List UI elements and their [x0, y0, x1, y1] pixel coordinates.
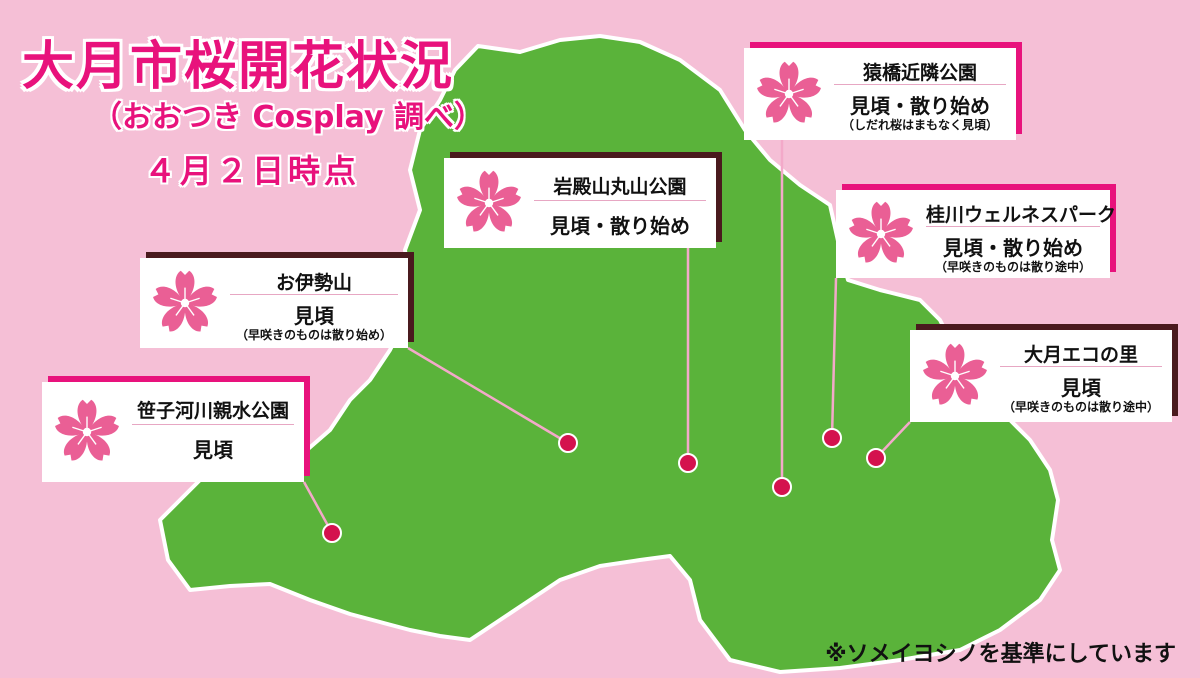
bloom-note: （早咲きのものは散り途中） — [1002, 400, 1159, 414]
bloom-status: 見頃 — [1061, 376, 1101, 400]
bloom-status: 見頃・散り始め — [550, 214, 690, 238]
spot-marker-sasago[interactable] — [322, 523, 342, 543]
card-accent-bar — [916, 324, 1178, 330]
card-accent-side — [1172, 324, 1178, 416]
footnote: ※ソメイヨシノを基準にしています — [825, 642, 1176, 667]
spot-name: お伊勢山 — [275, 272, 352, 294]
leader-line-oise — [407, 346, 569, 445]
card-accent-side — [304, 376, 310, 476]
bloom-status: 見頃 — [294, 304, 334, 328]
card-divider — [1000, 366, 1162, 367]
sakura-flower-icon — [52, 397, 122, 471]
spot-card-eco[interactable]: 大月エコの里見頃（早咲きのものは散り途中） — [910, 324, 1178, 422]
card-accent-bar — [842, 184, 1116, 190]
card-accent-bar — [146, 252, 414, 258]
card-divider — [926, 226, 1100, 227]
bloom-status: 見頃・散り始め — [850, 94, 990, 118]
card-divider — [834, 84, 1006, 85]
status-date: ４月２日時点 — [144, 152, 361, 190]
card-accent-bar — [48, 376, 310, 382]
spot-marker-oise[interactable] — [558, 433, 578, 453]
sakura-flower-icon — [150, 268, 220, 342]
spot-card-katsuragawa[interactable]: 桂川ウェルネスパーク見頃・散り始め（早咲きのものは散り途中） — [836, 184, 1117, 278]
card-accent-side — [716, 152, 722, 242]
spot-name: 笹子河川親水公園 — [136, 400, 289, 422]
sakura-flower-icon — [920, 341, 990, 415]
sakura-flower-icon — [454, 168, 524, 242]
spot-marker-iwadono[interactable] — [678, 453, 698, 473]
spot-marker-saruhashi[interactable] — [772, 477, 792, 497]
leader-line-katsuragawa — [830, 277, 838, 439]
card-divider — [534, 200, 706, 201]
card-accent-bar — [450, 152, 722, 158]
spot-name: 大月エコの里 — [1023, 344, 1138, 366]
spot-markers — [322, 428, 886, 543]
card-divider — [132, 424, 294, 425]
bloom-status: 見頃・散り始め — [943, 236, 1083, 260]
card-accent-side — [408, 252, 414, 342]
spot-card-oise[interactable]: お伊勢山見頃（早咲きのものは散り始め） — [140, 252, 414, 348]
sakura-flower-icon — [754, 59, 824, 133]
card-accent-bar — [750, 42, 1022, 48]
page-title: 大月市桜開花状況 — [22, 37, 455, 97]
spot-name: 岩殿山丸山公園 — [553, 176, 687, 198]
spot-marker-katsuragawa[interactable] — [822, 428, 842, 448]
card-accent-side — [1016, 42, 1022, 134]
spot-marker-eco[interactable] — [866, 448, 886, 468]
bloom-note: （早咲きのものは散り途中） — [934, 260, 1091, 274]
page-subtitle: （おおつき Cosplay 調べ） — [92, 100, 485, 135]
sakura-flower-icon — [846, 199, 916, 273]
spot-name: 猿橋近隣公園 — [862, 62, 977, 84]
spot-card-iwadono[interactable]: 岩殿山丸山公園見頃・散り始め — [444, 152, 722, 248]
card-divider — [230, 294, 398, 295]
bloom-status: 見頃 — [193, 438, 233, 462]
spot-name: 桂川ウェルネスパーク — [926, 204, 1117, 226]
spot-card-saruhashi[interactable]: 猿橋近隣公園見頃・散り始め（しだれ桜はまもなく見頃） — [744, 42, 1022, 140]
bloom-note: （しだれ桜はまもなく見頃） — [841, 118, 998, 132]
spot-card-sasago[interactable]: 笹子河川親水公園見頃 — [42, 376, 310, 482]
card-accent-side — [1110, 184, 1116, 272]
bloom-note: （早咲きのものは散り始め） — [235, 328, 392, 342]
